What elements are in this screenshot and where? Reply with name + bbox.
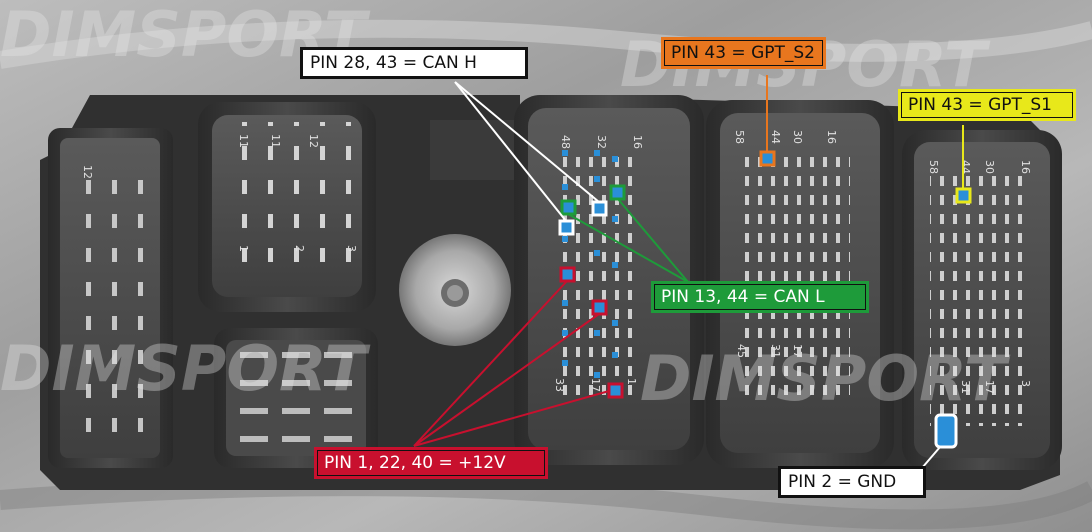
leader-line-power [413,313,600,447]
leader-line-power [413,390,610,447]
pin-number: 33 [553,378,566,392]
pin-number: 11 [269,134,282,148]
pin-number: 12 [81,165,94,179]
pin-number: 16 [825,130,838,144]
label-can-h: PIN 28, 43 = CAN H [300,47,528,79]
leader-line-can-l [567,213,689,283]
pin-number: 3 [1019,380,1032,387]
pin-number: 31 [769,344,782,358]
pin-marker-power-22 [591,299,608,316]
pin-number: 58 [927,160,940,174]
pin-number: 48 [559,135,572,149]
pin-number: 1 [237,245,250,252]
pin-number: 31 [959,380,972,394]
pin-marker-gnd [934,413,958,449]
pin-number: 44 [769,130,782,144]
pin-number: 12 [307,134,320,148]
pin-marker-can-l-13 [560,199,577,216]
pin-number: 45 [735,344,748,358]
pin-marker-can-h-28 [558,219,575,236]
watermark-text: DIMSPORT [640,342,1011,415]
pin-number: 2 [293,245,306,252]
leader-line-can-h [454,81,567,222]
leader-line-can-h [454,81,600,203]
pin-number: 30 [791,130,804,144]
pin-number: 17 [589,378,602,392]
connector-c1 [514,95,704,465]
pin-number: 30 [983,160,996,174]
watermark-text: DIMSPORT [0,332,371,405]
leader-line-power [413,280,568,447]
pin-number: 3 [345,245,358,252]
pin-number: 58 [733,130,746,144]
connector-upper-mid [198,102,376,312]
label-power-12v: PIN 1, 22, 40 = +12V [314,447,548,479]
pin-marker-power-1 [559,266,576,283]
pin-number: 11 [237,134,250,148]
label-gpt-s1: PIN 43 = GPT_S1 [898,89,1076,121]
label-can-l: PIN 13, 44 = CAN L [651,281,869,313]
leader-line-can-l [617,198,689,283]
pin-marker-can-h-43 [591,200,608,217]
connector-left-narrow [48,128,173,468]
pin-marker-gpt-s2 [759,150,776,167]
connector-c3 [902,130,1062,470]
pin-marker-power-40 [607,382,624,399]
pin-number: 16 [1019,160,1032,174]
leader-line-gnd [921,446,941,469]
label-gpt-s2: PIN 43 = GPT_S2 [661,37,826,69]
pin-number: 17 [791,344,804,358]
label-gnd: PIN 2 = GND [778,466,926,498]
mounting-knob [399,234,511,346]
pin-marker-gpt-s1 [955,187,972,204]
pin-marker-can-l-44 [609,184,626,201]
connector-lower-mid [214,328,378,468]
pin-number: 16 [631,135,644,149]
pin-number: 17 [983,380,996,394]
pin-number: 32 [595,135,608,149]
pin-number: 44 [959,160,972,174]
pin-number: 1 [625,378,638,385]
